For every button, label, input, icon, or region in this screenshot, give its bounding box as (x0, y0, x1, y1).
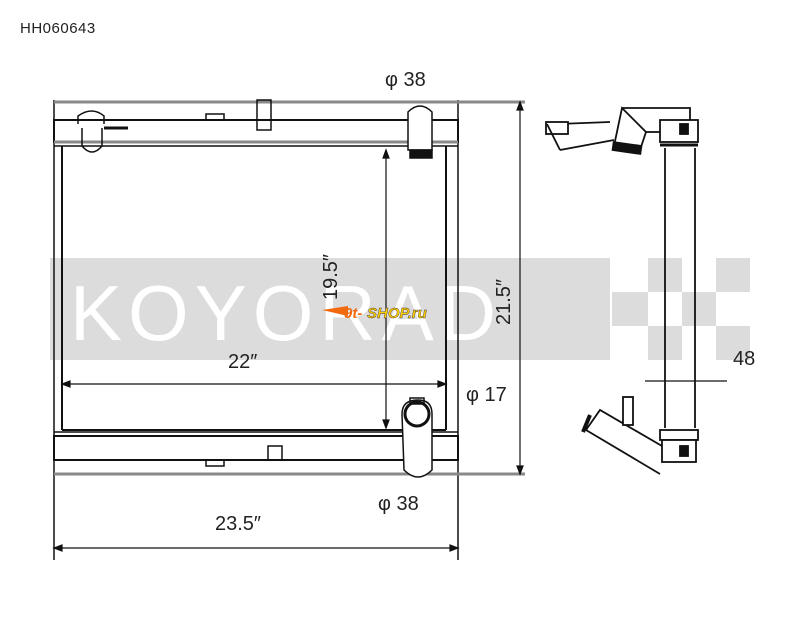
svg-text:9t-: 9t- (344, 305, 362, 322)
filler-neck-diameter: φ 17 (466, 384, 507, 406)
svg-text:SHOP.ru: SHOP.ru (367, 305, 427, 322)
top-inlet-diameter: φ 38 (385, 69, 426, 91)
core-height-label: 19.5″ (320, 254, 342, 300)
overall-height-label: 21.5″ (493, 279, 515, 325)
bottom-outlet-diameter: φ 38 (378, 493, 419, 515)
side-view (545, 106, 727, 475)
overall-width-label: 23.5″ (215, 513, 261, 535)
core-width-label: 22″ (228, 351, 257, 373)
front-view (53, 99, 525, 560)
part-number: HH060643 (20, 20, 96, 37)
watermark-text: KOYORAD (70, 269, 502, 357)
gt-shop-logo: 9t- SHOP.ru (322, 305, 427, 322)
front-dimensions (52, 100, 524, 552)
core-thickness-label: 48 (733, 348, 755, 370)
